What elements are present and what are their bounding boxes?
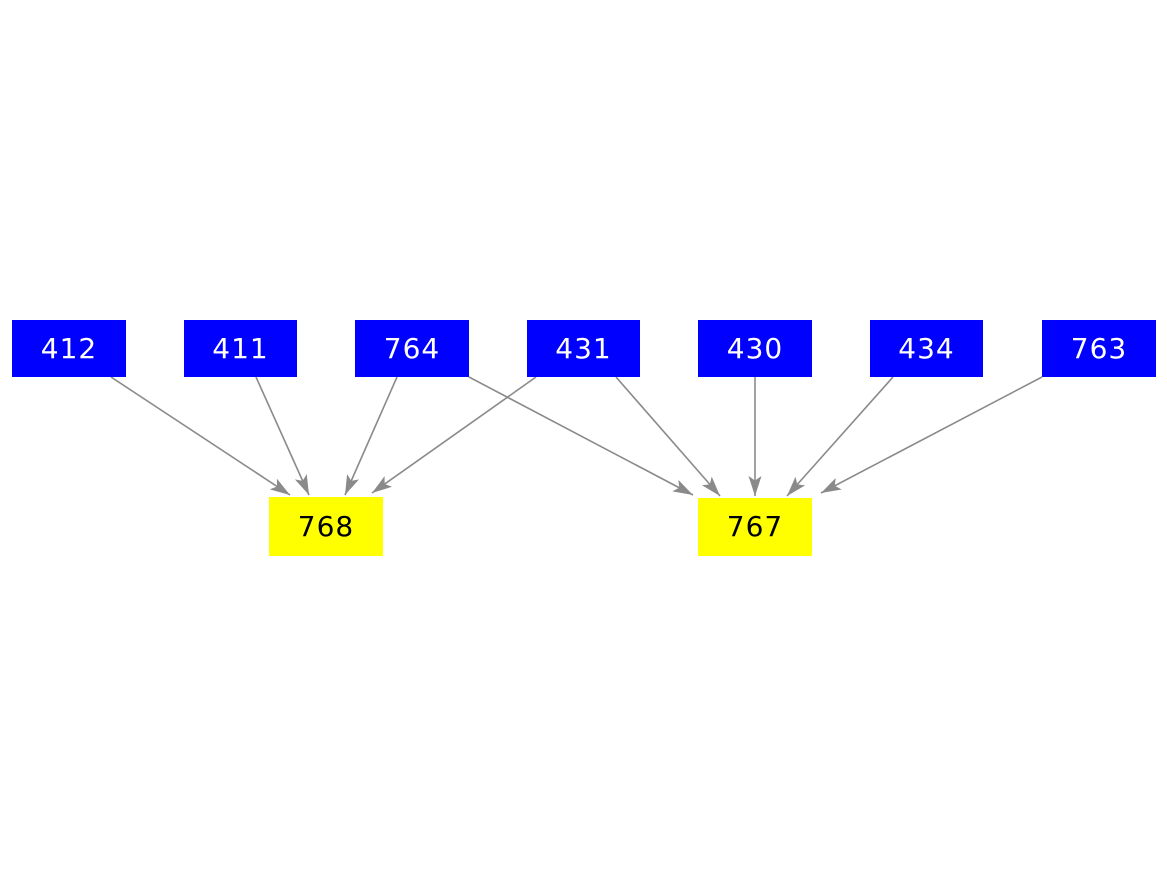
node-label: 434 — [898, 331, 955, 365]
node-764: 764 — [355, 320, 469, 377]
edge-431-768 — [371, 376, 537, 494]
node-label: 411 — [212, 331, 269, 365]
edge-411-768 — [255, 376, 310, 496]
node-label: 767 — [726, 510, 784, 543]
edge-434-767 — [786, 376, 894, 497]
node-763: 763 — [1042, 320, 1156, 377]
node-434: 434 — [870, 320, 983, 377]
node-430: 430 — [698, 320, 812, 377]
node-label: 412 — [40, 331, 98, 365]
node-label: 430 — [726, 331, 784, 365]
edge-764-768 — [344, 376, 398, 496]
node-767: 767 — [698, 498, 812, 556]
edge-412-768 — [110, 376, 291, 496]
edge-431-767 — [615, 376, 721, 497]
node-label: 431 — [555, 331, 612, 365]
node-412: 412 — [12, 320, 126, 377]
node-label: 763 — [1070, 331, 1128, 365]
node-label: 764 — [383, 331, 441, 365]
node-768: 768 — [269, 497, 383, 556]
node-431: 431 — [527, 320, 640, 377]
edge-764-767 — [468, 376, 694, 496]
node-411: 411 — [184, 320, 297, 377]
edge-763-767 — [820, 376, 1043, 494]
node-label: 768 — [297, 509, 355, 543]
